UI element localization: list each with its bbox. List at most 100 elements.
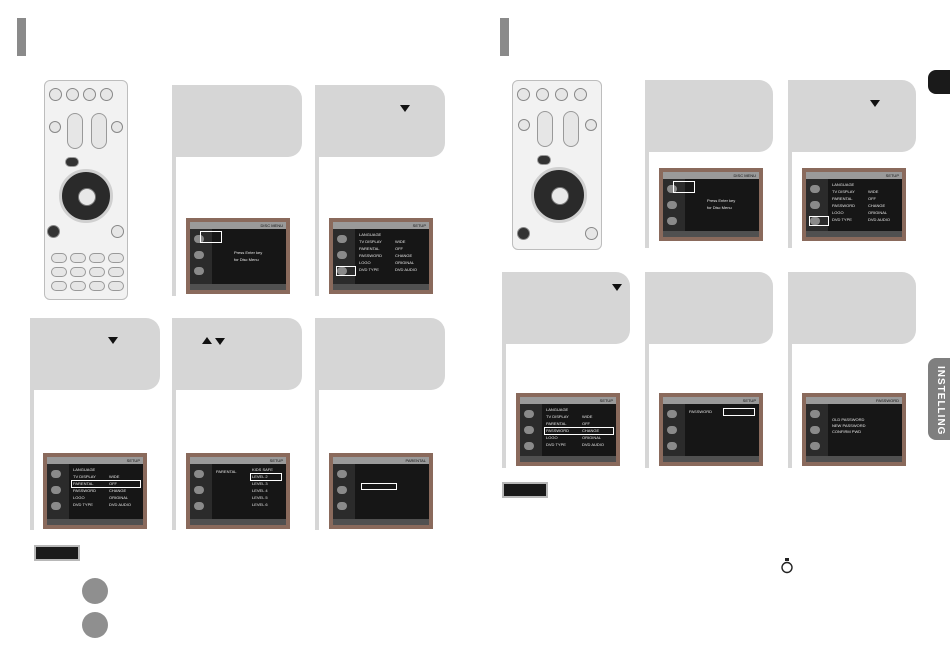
step-card-line <box>645 152 649 248</box>
remote-return-button <box>47 225 60 238</box>
step-card-right-6 <box>788 272 916 344</box>
setup-item: PARENTAL <box>359 246 380 251</box>
remote-enter-button <box>551 187 569 205</box>
bullet-circle-2 <box>82 612 108 638</box>
screen-header: SETUP <box>126 458 140 463</box>
setup-value: OFF <box>109 481 117 486</box>
step-card-line <box>788 344 792 468</box>
password-entry-box <box>361 483 397 490</box>
screen-header: SETUP <box>599 398 613 403</box>
highlight-box <box>544 427 614 435</box>
remote-channel-rocker <box>91 113 107 149</box>
note-badge-right <box>502 482 548 498</box>
setup-item: LANGUAGE <box>546 407 569 412</box>
remote-button <box>585 119 597 131</box>
parental-option: LEVEL 4 <box>252 488 268 493</box>
setup-value: CHANGE <box>395 253 413 258</box>
remote-button <box>89 281 105 291</box>
setup-value: DVD AUDIO <box>109 502 132 507</box>
section-title-bar-right <box>500 18 509 56</box>
remote-button <box>51 253 67 263</box>
tv-screen-disc-menu-right: DISC MENU Press Enter key for Disc Menu <box>659 168 763 241</box>
screen-header: SETUP <box>885 173 899 178</box>
screen-header: DISC MENU <box>733 173 756 178</box>
stopwatch-icon <box>781 558 793 574</box>
password-field-label: NEW PASSWORD <box>832 423 866 428</box>
arrow-down-icon <box>108 337 118 344</box>
setup-item: DVD TYPE <box>832 217 852 222</box>
setup-value: WIDE <box>109 474 120 479</box>
tv-screen-setup-right: SETUP LANGUAGE TV DISPLAY PARENTAL PASSW… <box>802 168 906 241</box>
bullet-circle-1 <box>82 578 108 604</box>
setup-item: TV DISPLAY <box>546 414 569 419</box>
step-card-left-4 <box>30 318 160 390</box>
setup-item: LANGUAGE <box>359 232 382 237</box>
remote-button <box>70 253 86 263</box>
step-card-right-4 <box>502 272 630 344</box>
remote-button <box>555 88 568 101</box>
step-card-left-2 <box>172 85 302 157</box>
setup-value: ORIGINAL <box>868 210 888 215</box>
step-card-line <box>172 390 176 530</box>
remote-button <box>111 121 123 133</box>
remote-menu-button <box>537 155 551 165</box>
setup-value: OFF <box>582 421 590 426</box>
tv-screen-disc-menu-left: DISC MENU Press Enter key for Disc Menu <box>186 218 290 294</box>
setup-value: DVD AUDIO <box>582 442 605 447</box>
setup-item: LOGO <box>359 260 371 265</box>
step-card-line <box>315 157 319 296</box>
screen-header: PASSWORD <box>875 398 899 403</box>
setup-value: ORIGINAL <box>109 495 129 500</box>
setup-value: DVD AUDIO <box>395 267 418 272</box>
highlight-box <box>673 181 695 193</box>
password-field-label: CONFIRM PWD <box>832 429 862 434</box>
setup-value: ORIGINAL <box>395 260 415 265</box>
parental-option: KIDS SAFE <box>252 467 273 472</box>
remote-dpad <box>59 169 113 223</box>
remote-control-right <box>512 80 602 250</box>
remote-button <box>108 281 124 291</box>
setup-item: PASSWORD <box>73 488 97 493</box>
remote-control-left <box>44 80 128 300</box>
tv-screen-parental-password: PARENTAL <box>329 453 433 529</box>
remote-button <box>100 88 113 101</box>
section-title-bar-left <box>17 18 26 56</box>
setup-item: LOGO <box>546 435 558 440</box>
remote-button <box>49 88 62 101</box>
highlight-box <box>250 473 282 481</box>
setup-item: TV DISPLAY <box>73 474 96 479</box>
setup-value: DVD AUDIO <box>868 217 891 222</box>
remote-button <box>51 267 67 277</box>
parental-option: LEVEL 5 <box>252 495 268 500</box>
setup-item: PARENTAL <box>73 481 94 486</box>
highlight-box <box>809 216 829 226</box>
step-card-right-5 <box>645 272 773 344</box>
parental-option: LEVEL 3 <box>252 481 268 486</box>
arrow-up-icon <box>202 337 212 344</box>
setup-item: DVD TYPE <box>359 267 379 272</box>
parental-option: LEVEL 6 <box>252 502 268 507</box>
remote-enter-button <box>78 188 96 206</box>
chapter-tab-label: INSTELLING <box>935 366 946 436</box>
step-card-left-5 <box>172 318 302 390</box>
step-card-line <box>30 390 34 530</box>
highlight-box <box>723 408 755 416</box>
arrow-down-icon <box>400 105 410 112</box>
tv-screen-setup-left: SETUP LANGUAGE TV DISPLAY PARENTAL PASSW… <box>329 218 433 294</box>
remote-menu-button <box>65 157 79 167</box>
remote-channel-rocker <box>563 111 579 147</box>
remote-button <box>89 267 105 277</box>
remote-button <box>111 225 124 238</box>
setup-item: DVD TYPE <box>546 442 566 447</box>
setup-item: LANGUAGE <box>832 182 855 187</box>
setup-value: CHANGE <box>868 203 886 208</box>
chapter-tab-marker <box>928 70 950 94</box>
screen-header: SETUP <box>269 458 283 463</box>
tv-screen-password-fields: PASSWORD OLD PASSWORD NEW PASSWORD CONFI… <box>802 393 906 466</box>
chapter-tab-instelling: INSTELLING <box>928 358 950 440</box>
highlight-box <box>71 480 141 488</box>
step-card-left-3 <box>315 85 445 157</box>
setup-value: CHANGE <box>582 428 600 433</box>
remote-button <box>66 88 79 101</box>
setup-item: LOGO <box>832 210 844 215</box>
